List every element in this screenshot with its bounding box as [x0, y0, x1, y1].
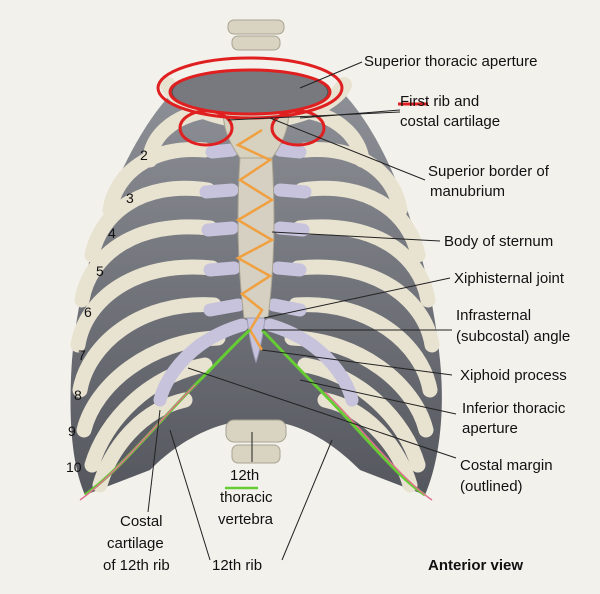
- label-anterior-view: Anterior view: [428, 557, 523, 574]
- costal-cartilages: [153, 143, 359, 407]
- label-vertebra-line1: 12th: [230, 467, 259, 484]
- rib-number-8: 8: [74, 387, 82, 403]
- ribs-left: [70, 102, 226, 493]
- labels: Superior thoracic aperture First rib and…: [103, 53, 570, 574]
- label-inferior-aperture-line2: aperture: [462, 420, 518, 437]
- label-infrasternal-line2: (subcostal) angle: [456, 328, 570, 345]
- label-first-rib-line1: First rib and: [400, 93, 479, 110]
- rib-number-4: 4: [108, 225, 116, 241]
- rib-numbers: 2 3 4 5 6 7 8 9 10: [66, 147, 148, 475]
- orange-annotation: [235, 128, 275, 351]
- label-costal-cartilage-12-line3: of 12th rib: [103, 557, 170, 574]
- rib-number-7: 7: [78, 347, 86, 363]
- label-sternum-body: Body of sternum: [444, 233, 553, 250]
- label-costal-margin-line2: (outlined): [460, 478, 523, 495]
- pink-margin-line: [79, 384, 433, 501]
- label-inferior-aperture-line1: Inferior thoracic: [462, 400, 566, 417]
- label-superior-aperture: Superior thoracic aperture: [364, 53, 537, 70]
- label-costal-cartilage-12-line2: cartilage: [107, 535, 164, 552]
- leader-lines: [147, 61, 457, 561]
- label-costal-cartilage-12-line1: Costal: [120, 513, 163, 530]
- rib-number-5: 5: [96, 263, 104, 279]
- label-xiphoid: Xiphoid process: [460, 367, 567, 384]
- label-manubrium-line1: Superior border of: [428, 163, 550, 180]
- label-infrasternal-line1: Infrasternal: [456, 307, 531, 324]
- label-first-rib-line2: costal cartilage: [400, 113, 500, 130]
- label-costal-margin-line1: Costal margin: [460, 457, 553, 474]
- label-manubrium-line2: manubrium: [430, 183, 505, 200]
- ribs-right: [284, 102, 440, 493]
- label-vertebra-line3: vertebra: [218, 511, 274, 528]
- label-12th-rib: 12th rib: [212, 557, 262, 574]
- label-xiphisternal: Xiphisternal joint: [454, 270, 565, 287]
- rib-number-9: 9: [68, 423, 76, 439]
- rib-number-10: 10: [66, 459, 82, 475]
- rib-number-2: 2: [140, 147, 148, 163]
- vertebrae: [225, 19, 287, 464]
- red-annotation: [156, 56, 428, 147]
- label-vertebra-line2: thoracic: [220, 489, 273, 506]
- rib-number-3: 3: [126, 190, 134, 206]
- rib-number-6: 6: [84, 304, 92, 320]
